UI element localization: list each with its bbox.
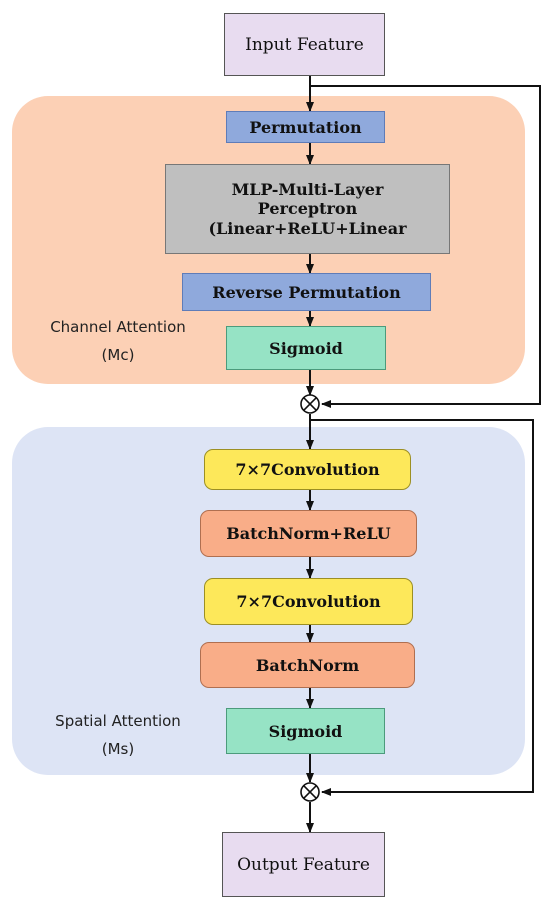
spatial-attention-label-line2: (Ms): [101, 740, 135, 758]
spatial-sigmoid-box: Sigmoid: [226, 708, 385, 754]
conv1-box: 7×7Convolution: [204, 449, 411, 490]
output-feature-box: Output Feature: [222, 832, 385, 897]
reverse-permutation-box: Reverse Permutation: [182, 273, 431, 311]
channel-sigmoid-box: Sigmoid: [226, 326, 386, 370]
conv2-box: 7×7Convolution: [204, 578, 413, 625]
channel-attention-label-line2: (Mc): [101, 346, 135, 364]
mlp-box: MLP-Multi-Layer Perceptron (Linear+ReLU+…: [165, 164, 450, 254]
multiply-node-2: [300, 782, 320, 802]
input-feature-box: Input Feature: [224, 13, 385, 76]
batchnorm-box: BatchNorm: [200, 642, 415, 688]
skip-connection-channel: [310, 85, 541, 408]
spatial-attention-label: Spatial Attention (Ms): [18, 712, 218, 758]
batchnorm-relu-box: BatchNorm+ReLU: [200, 510, 417, 557]
skip-connection-spatial: [310, 419, 534, 796]
spatial-attention-label-line1: Spatial Attention: [55, 712, 181, 730]
channel-attention-label-line1: Channel Attention: [50, 318, 186, 336]
channel-attention-label: Channel Attention (Mc): [18, 318, 218, 364]
multiply-node-1: [300, 394, 320, 414]
permutation-box: Permutation: [226, 111, 385, 143]
